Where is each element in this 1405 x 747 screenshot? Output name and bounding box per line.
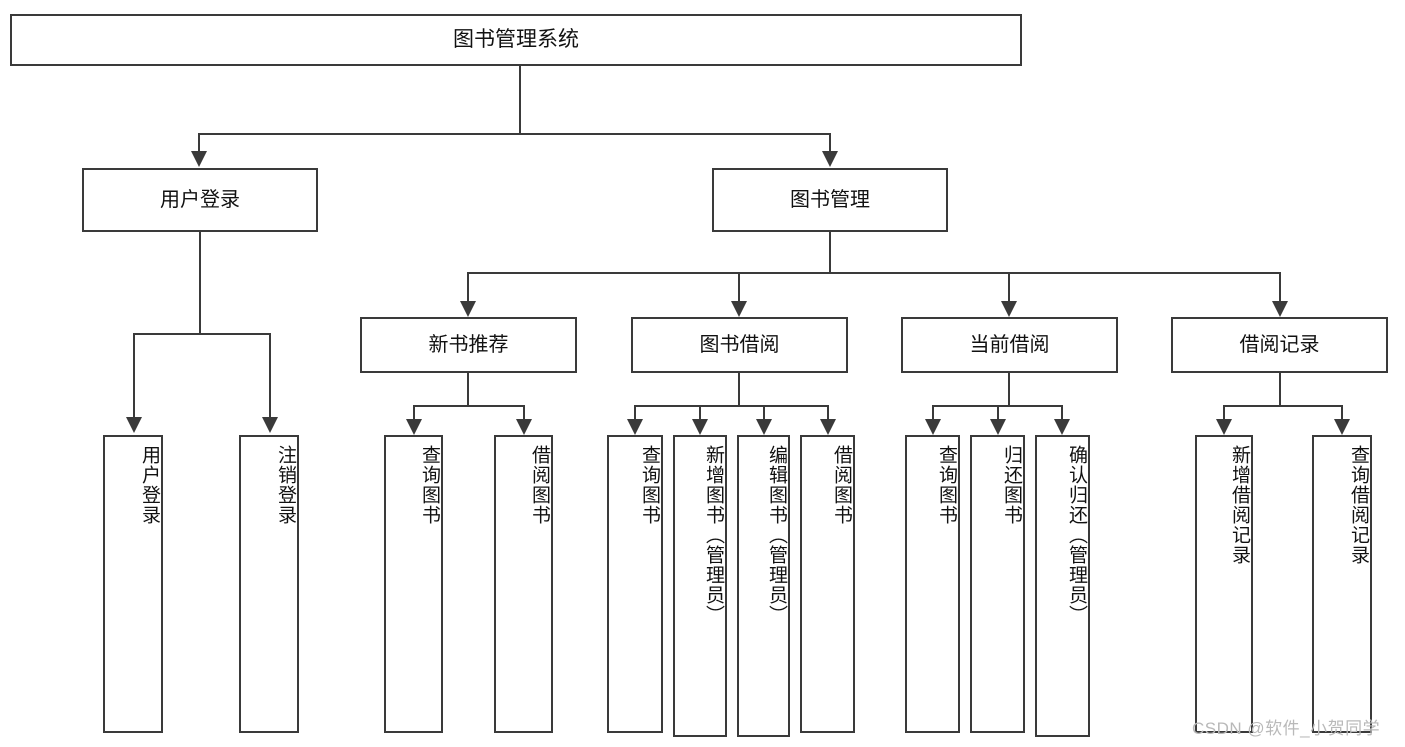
leaf-add-borrow-record[interactable]: 新增借阅记录 [1195,435,1253,733]
csdn-watermark: CSDN @软件_小贺同学 [1192,719,1381,738]
arrow-root-to-user-login [191,151,207,167]
connector-records-bus [1223,405,1342,407]
arrow-current-to-leaf-2 [990,419,1006,435]
leaf-query-books-new[interactable]: 查询图书 [384,435,443,733]
node-root-book-management-system[interactable]: 图书管理系统 [10,14,1022,66]
connector-book-mgmt-stem [829,232,831,272]
arrow-user-login-to-leaf-1 [126,417,142,433]
node-current-borrow[interactable]: 当前借阅 [901,317,1118,373]
connector-new-books-stem [467,373,469,405]
connector-new-books-to-leaf-1 [413,405,415,419]
connector-current-to-leaf-1 [932,405,934,419]
connector-new-books-bus [413,405,525,407]
leaf-edit-book-admin[interactable]: 编辑图书（管理员） [737,435,790,737]
node-user-login[interactable]: 用户登录 [82,168,318,232]
connector-records-stem [1279,373,1281,405]
connector-current-stem [1008,373,1010,405]
connector-records-to-leaf-1 [1223,405,1225,419]
connector-root-to-user-login [198,133,200,151]
arrow-borrow-to-leaf-1 [627,419,643,435]
arrow-current-to-leaf-3 [1054,419,1070,435]
arrow-book-mgmt-to-current [1001,301,1017,317]
arrow-new-books-to-leaf-1 [406,419,422,435]
arrow-book-mgmt-to-borrow [731,301,747,317]
leaf-borrow-books-new[interactable]: 借阅图书 [494,435,553,733]
leaf-query-borrow-record[interactable]: 查询借阅记录 [1312,435,1372,733]
arrow-records-to-leaf-2 [1334,419,1350,435]
connector-current-to-leaf-3 [1061,405,1063,419]
arrow-root-to-book-mgmt [822,151,838,167]
connector-book-mgmt-to-new-books [467,272,469,301]
arrow-new-books-to-leaf-2 [516,419,532,435]
connector-book-mgmt-to-records [1279,272,1281,301]
arrow-book-mgmt-to-new-books [460,301,476,317]
arrow-book-mgmt-to-records [1272,301,1288,317]
connector-book-mgmt-bus [467,272,1281,274]
connector-user-login-stem [199,232,201,333]
connector-borrow-bus [634,405,828,407]
connector-user-login-bus [133,333,270,335]
leaf-query-books-current[interactable]: 查询图书 [905,435,960,733]
leaf-query-books-borrow[interactable]: 查询图书 [607,435,663,733]
connector-borrow-to-leaf-1 [634,405,636,419]
leaf-confirm-return-admin[interactable]: 确认归还（管理员） [1035,435,1090,737]
node-borrow-records[interactable]: 借阅记录 [1171,317,1388,373]
connector-borrow-to-leaf-3 [763,405,765,419]
connector-new-books-to-leaf-2 [523,405,525,419]
leaf-borrow-books[interactable]: 借阅图书 [800,435,855,733]
arrow-user-login-to-leaf-2 [262,417,278,433]
leaf-add-book-admin[interactable]: 新增图书（管理员） [673,435,727,737]
connector-root-to-book-mgmt [829,133,831,151]
connector-root-bus [198,133,831,135]
connector-book-mgmt-to-borrow [738,272,740,301]
connector-borrow-stem [738,373,740,405]
connector-borrow-to-leaf-4 [827,405,829,419]
connector-current-to-leaf-2 [997,405,999,419]
node-book-management[interactable]: 图书管理 [712,168,948,232]
leaf-logout[interactable]: 注销登录 [239,435,299,733]
arrow-borrow-to-leaf-4 [820,419,836,435]
arrow-records-to-leaf-1 [1216,419,1232,435]
leaf-return-books[interactable]: 归还图书 [970,435,1025,733]
connector-records-to-leaf-2 [1341,405,1343,419]
arrow-current-to-leaf-1 [925,419,941,435]
arrow-borrow-to-leaf-3 [756,419,772,435]
connector-book-mgmt-to-current [1008,272,1010,301]
connector-root-stem [519,66,521,133]
node-book-borrow[interactable]: 图书借阅 [631,317,848,373]
connector-user-login-to-leaf-1 [133,333,135,417]
connector-user-login-to-leaf-2 [269,333,271,417]
arrow-borrow-to-leaf-2 [692,419,708,435]
connector-borrow-to-leaf-2 [699,405,701,419]
node-new-book-recommend[interactable]: 新书推荐 [360,317,577,373]
leaf-user-login[interactable]: 用户登录 [103,435,163,733]
